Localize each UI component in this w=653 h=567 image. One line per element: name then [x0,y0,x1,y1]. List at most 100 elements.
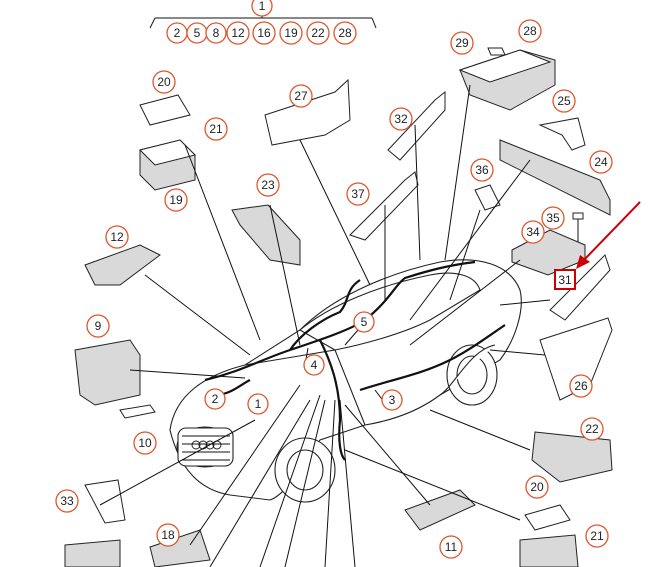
callout-4[interactable]: 4 [303,354,325,376]
svg-text:12: 12 [110,230,124,244]
group-member-label: 28 [338,26,352,40]
part-31-trim [549,254,611,321]
svg-text:36: 36 [475,163,489,177]
part-19-relay-box [139,139,196,191]
svg-text:19: 19 [169,193,183,207]
svg-text:1: 1 [255,397,262,411]
svg-text:35: 35 [546,211,560,225]
svg-text:34: 34 [526,225,540,239]
part-25-clip [538,117,586,151]
callouts: 20 21 19 27 23 32 37 29 28 25 36 24 35 3… [55,19,613,559]
callout-28[interactable]: 28 [518,19,542,43]
highlight-arrow [576,201,641,269]
part-22-cover [531,431,613,483]
svg-text:5: 5 [361,315,368,329]
svg-text:24: 24 [594,155,608,169]
part-26-panel [539,317,613,401]
callout-23[interactable]: 23 [256,173,280,197]
svg-text:31: 31 [558,273,572,287]
callout-26[interactable]: 26 [569,374,593,398]
svg-text:2: 2 [212,392,219,406]
callout-9[interactable]: 9 [86,314,110,338]
part-bottom-box [64,534,579,567]
callout-20-top[interactable]: 20 [152,70,176,94]
svg-text:26: 26 [574,379,588,393]
callout-10[interactable]: 10 [133,431,157,455]
part-37-rail [349,171,419,241]
part-28-module [458,49,556,111]
group-member-label: 2 [174,26,181,40]
part-18-box [149,529,211,567]
group-member-label: 19 [284,26,298,40]
svg-text:32: 32 [394,112,408,126]
svg-text:37: 37 [351,187,365,201]
svg-text:27: 27 [294,89,308,103]
svg-text:11: 11 [445,540,458,554]
callout-35[interactable]: 35 [541,206,565,230]
leader-lines [99,10,551,567]
part-27-duct [264,78,351,146]
part-20-cover-bottom [524,504,571,531]
svg-text:20: 20 [157,75,171,89]
svg-text:10: 10 [138,436,152,450]
svg-text:29: 29 [455,36,469,50]
callout-25[interactable]: 25 [552,89,576,113]
callout-37[interactable]: 37 [346,182,370,206]
callout-label-group: 1 [259,0,266,13]
part-36-connector [474,184,501,211]
svg-text:9: 9 [95,319,102,333]
svg-text:4: 4 [311,358,318,372]
callout-19[interactable]: 19 [164,188,188,212]
svg-text:33: 33 [60,494,74,508]
callout-21-top[interactable]: 21 [204,117,228,141]
group-member-label: 12 [231,26,245,40]
svg-text:23: 23 [261,178,275,192]
group-member-label: 16 [257,26,271,40]
svg-text:21: 21 [209,122,223,136]
callout-32[interactable]: 32 [389,107,413,131]
svg-text:28: 28 [523,24,537,38]
callout-27[interactable]: 27 [289,84,313,108]
part-24-channel [499,139,611,216]
callout-3[interactable]: 3 [381,389,403,411]
callout-24[interactable]: 24 [589,150,613,174]
callout-34[interactable]: 34 [521,220,545,244]
part-9-fusebox [74,339,141,406]
callout-2[interactable]: 2 [204,388,226,410]
callout-18[interactable]: 18 [156,523,180,547]
callout-36[interactable]: 36 [470,158,494,182]
svg-text:25: 25 [557,94,571,108]
group-member-label: 22 [311,26,325,40]
group-member-label: 8 [213,26,220,40]
callout-21-bottom[interactable]: 21 [585,524,609,548]
svg-text:18: 18 [161,528,175,542]
part-20-cover-top [139,94,191,126]
callout-33[interactable]: 33 [55,489,79,513]
front-grille [182,435,230,461]
part-12-connector [84,244,161,286]
callout-31-highlighted[interactable]: 31 [554,269,576,290]
rear-wheel [446,344,498,406]
part-11-connector [404,489,476,531]
svg-text:21: 21 [590,529,604,543]
callout-29[interactable]: 29 [450,31,474,55]
callout-circle [251,0,273,17]
callout-1[interactable]: 1 [247,393,269,415]
part-23-bracket [231,204,301,266]
callout-group-1: 1 2 5 8 12 16 19 22 28 [166,0,357,45]
svg-text:3: 3 [389,393,396,407]
part-35-screw [572,212,584,245]
callout-22[interactable]: 22 [580,417,604,441]
callout-20-bottom[interactable]: 20 [525,475,549,499]
callout-group-members: 2 5 8 12 16 19 22 28 [166,21,357,45]
front-wheel [274,437,336,503]
svg-text:22: 22 [585,422,599,436]
callout-12[interactable]: 12 [105,225,129,249]
part-33-bracket [84,479,126,524]
callout-5[interactable]: 5 [353,311,375,333]
callout-11[interactable]: 11 [439,535,463,559]
part-32-trim [387,90,446,161]
group-member-label: 5 [194,26,201,40]
part-29-nut [487,47,506,56]
